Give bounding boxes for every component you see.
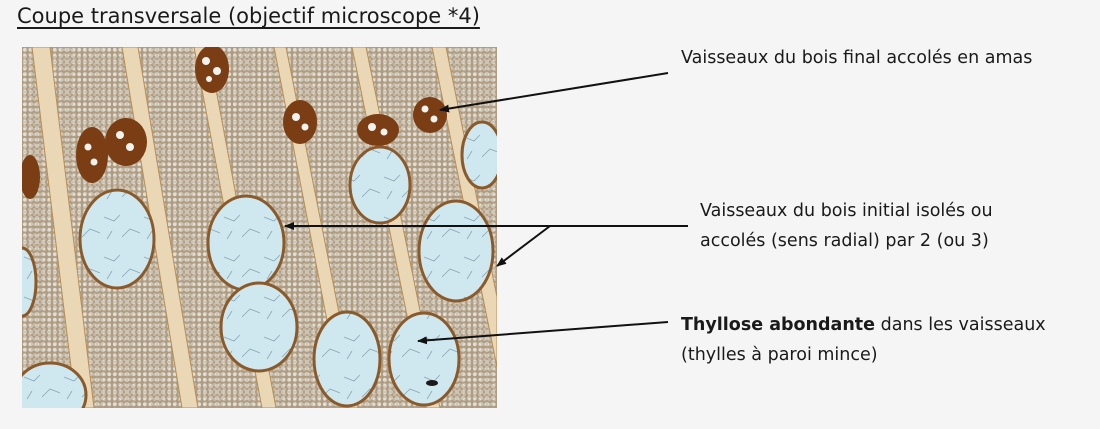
arrow-latewood-vessels bbox=[439, 72, 669, 113]
micrograph-image bbox=[22, 47, 497, 408]
arrow-tyloses bbox=[417, 321, 669, 345]
annotation-tyloses-line2: (thylles à paroi mince) bbox=[681, 345, 878, 365]
figure-title: Coupe transversale (objectif microscope … bbox=[17, 4, 480, 28]
annotation-earlywood-vessels-line1: Vaisseaux du bois initial isolés ou bbox=[700, 201, 993, 221]
annotation-latewood-vessels: Vaisseaux du bois final accolés en amas bbox=[681, 48, 1033, 68]
annotation-tyloses-line1: Thyllose abondante dans les vaisseaux bbox=[681, 311, 1046, 340]
annotation-earlywood-vessels-line2: accolés (sens radial) par 2 (ou 3) bbox=[700, 231, 989, 251]
annotation-tyloses-rest: dans les vaisseaux bbox=[875, 315, 1046, 335]
annotation-tyloses-bold: Thyllose abondante bbox=[681, 315, 876, 335]
arrow-earlywood-vessel-right bbox=[496, 225, 551, 267]
